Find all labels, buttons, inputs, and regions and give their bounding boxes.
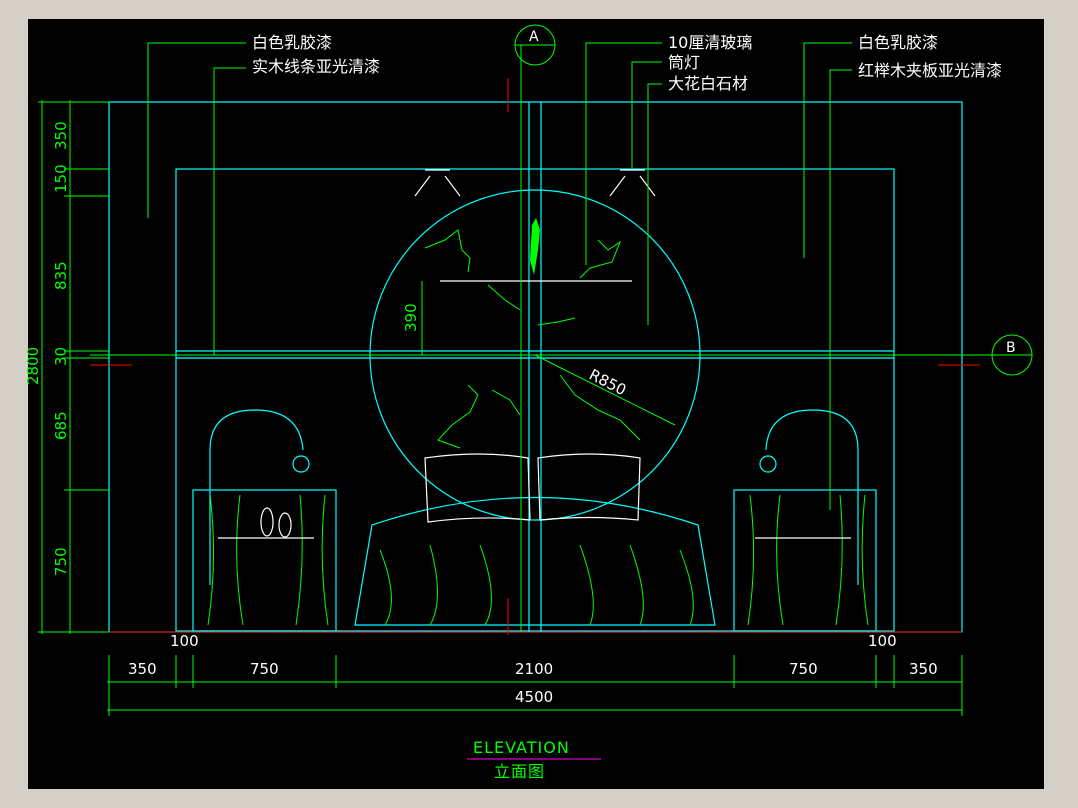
vertical-dimension-lines bbox=[38, 100, 109, 634]
pillow-right bbox=[537, 453, 641, 521]
floor-lamp-right bbox=[765, 409, 859, 585]
radius-line bbox=[534, 354, 676, 426]
dim-h-750-right: 750 bbox=[789, 660, 818, 678]
label-marble: 大花白石材 bbox=[668, 74, 748, 93]
dim-v-total: 2800 bbox=[24, 347, 42, 385]
dim-v-750: 750 bbox=[52, 547, 70, 576]
marble-veins bbox=[424, 229, 641, 449]
label-clear-glass: 10厘清玻璃 bbox=[668, 33, 752, 52]
wood-grain bbox=[207, 494, 869, 626]
radius-label: R850 bbox=[586, 366, 629, 400]
bed bbox=[354, 453, 716, 626]
horizontal-dimension-lines bbox=[107, 655, 963, 716]
penguin-ornament-icon bbox=[260, 507, 292, 538]
nightstand-left bbox=[192, 489, 337, 632]
dim-v-150: 150 bbox=[52, 164, 70, 193]
pillow-left bbox=[424, 453, 531, 523]
title-chinese: 立面图 bbox=[494, 762, 545, 781]
label-white-latex-right: 白色乳胶漆 bbox=[858, 33, 938, 52]
dim-h-2100: 2100 bbox=[515, 660, 553, 678]
label-white-latex-left: 白色乳胶漆 bbox=[252, 33, 332, 52]
dim-v-350: 350 bbox=[52, 121, 70, 150]
leader-lines bbox=[147, 42, 852, 510]
dim-h-350-right: 350 bbox=[909, 660, 938, 678]
lamp-shade-left-icon bbox=[292, 455, 310, 473]
dim-shelf-390: 390 bbox=[402, 303, 420, 332]
lamp-shade-right-icon bbox=[759, 455, 777, 473]
dim-h-100-left: 100 bbox=[170, 632, 199, 650]
downlight-left-icon bbox=[414, 169, 461, 197]
sculpture-icon bbox=[530, 218, 540, 275]
dim-h-total: 4500 bbox=[515, 688, 553, 706]
title-elevation: ELEVATION bbox=[473, 738, 570, 757]
dim-v-835: 835 bbox=[52, 261, 70, 290]
label-downlight: 筒灯 bbox=[668, 53, 700, 72]
dim-h-100-right: 100 bbox=[868, 632, 897, 650]
label-solid-wood-trim: 实木线条亚光清漆 bbox=[252, 57, 380, 76]
drawing-canvas bbox=[28, 19, 1044, 789]
dim-h-750-left: 750 bbox=[250, 660, 279, 678]
headboard-panel bbox=[175, 168, 895, 632]
nightstand-right bbox=[733, 489, 877, 632]
floor-lamp-left bbox=[209, 409, 304, 585]
label-beech-plywood: 红榉木夹板亚光清漆 bbox=[858, 61, 1002, 80]
dim-v-685: 685 bbox=[52, 411, 70, 440]
dim-v-30: 30 bbox=[52, 347, 70, 366]
axis-label-a: A bbox=[529, 29, 539, 45]
dim-h-350-left: 350 bbox=[128, 660, 157, 678]
axis-label-b: B bbox=[1006, 340, 1016, 356]
